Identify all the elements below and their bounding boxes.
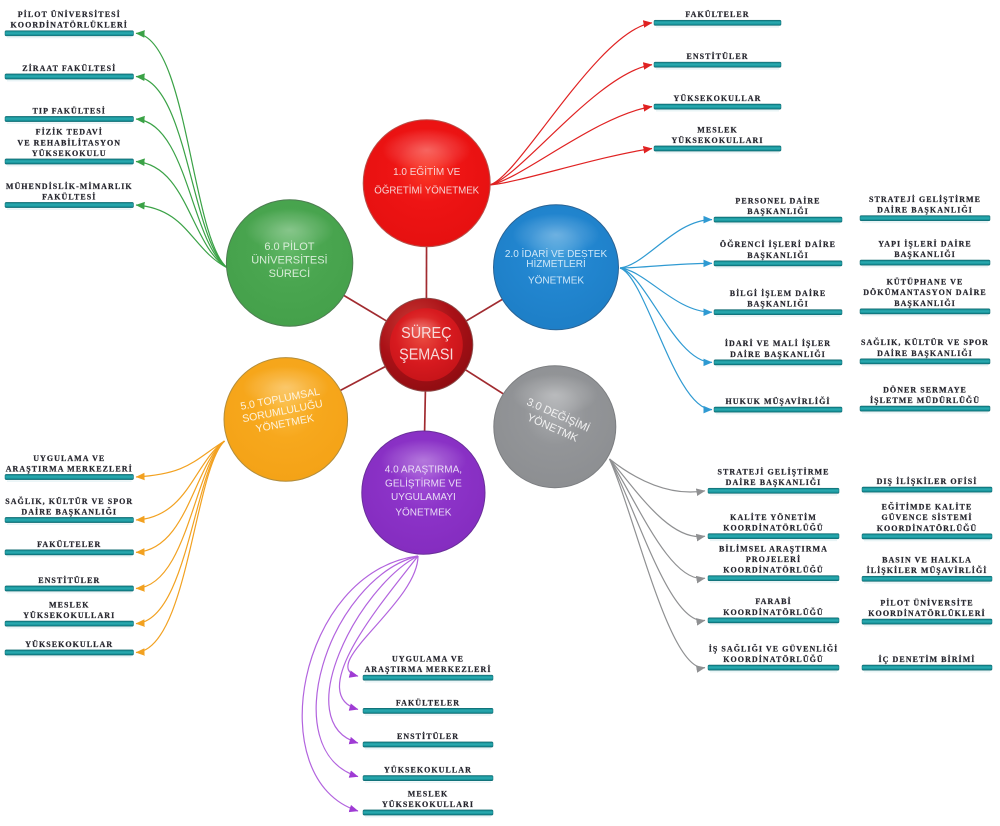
- svg-text:YÜKSEKOKULLARI: YÜKSEKOKULLARI: [382, 800, 474, 809]
- svg-text:MÜHENDİSLİK-MİMARLIK: MÜHENDİSLİK-MİMARLIK: [6, 181, 133, 191]
- svg-text:FAKÜLTELER: FAKÜLTELER: [396, 698, 460, 707]
- svg-text:YÜKSEKOKULLAR: YÜKSEKOKULLAR: [384, 766, 472, 775]
- svg-text:VE REHABİLİTASYON: VE REHABİLİTASYON: [17, 137, 121, 147]
- svg-text:FİZİK TEDAVİ: FİZİK TEDAVİ: [36, 127, 103, 137]
- svg-text:FAKÜLTELER: FAKÜLTELER: [685, 10, 749, 19]
- svg-text:YÜKSEKOKULLAR: YÜKSEKOKULLAR: [674, 94, 762, 103]
- svg-text:DIŞ İLİŞKİLER OFİSİ: DIŞ İLİŞKİLER OFİSİ: [877, 476, 978, 486]
- svg-text:ZİRAAT FAKÜLTESİ: ZİRAAT FAKÜLTESİ: [22, 63, 116, 73]
- svg-text:BAŞKANLIĞI: BAŞKANLIĞI: [747, 299, 809, 309]
- svg-text:DAİRE BAŞKANLIĞI: DAİRE BAŞKANLIĞI: [21, 506, 117, 516]
- svg-text:DÖNER SERMAYE: DÖNER SERMAYE: [883, 385, 967, 394]
- svg-text:SÜRECİ: SÜRECİ: [269, 267, 311, 280]
- svg-text:KOORDİNATÖRLÜKLERİ: KOORDİNATÖRLÜKLERİ: [868, 608, 985, 618]
- svg-text:HUKUK MÜŞAVİRLİĞİ: HUKUK MÜŞAVİRLİĞİ: [725, 396, 830, 406]
- svg-text:KOORDİNATÖRLÜKLERİ: KOORDİNATÖRLÜKLERİ: [11, 20, 128, 30]
- svg-text:ARAŞTIRMA MERKEZLERİ: ARAŞTIRMA MERKEZLERİ: [6, 463, 133, 473]
- svg-text:İLİŞKİLER MÜŞAVİRLİĞİ: İLİŞKİLER MÜŞAVİRLİĞİ: [867, 565, 988, 575]
- svg-text:YAPI İŞLERİ DAİRE: YAPI İŞLERİ DAİRE: [878, 238, 972, 248]
- svg-text:4.0 ARAŞTIRMA,: 4.0 ARAŞTIRMA,: [385, 465, 462, 476]
- svg-text:KOORDİNATÖRLÜĞÜ: KOORDİNATÖRLÜĞÜ: [877, 523, 978, 533]
- svg-text:YÜKSEKOKULLARI: YÜKSEKOKULLARI: [671, 136, 763, 145]
- svg-text:TIP FAKÜLTESİ: TIP FAKÜLTESİ: [33, 105, 106, 115]
- svg-text:PİLOT ÜNİVERSİTE: PİLOT ÜNİVERSİTE: [880, 597, 973, 607]
- svg-text:ÖĞRETİMİ YÖNETMEK: ÖĞRETİMİ YÖNETMEK: [374, 185, 479, 196]
- svg-text:ENSTİTÜLER: ENSTİTÜLER: [397, 731, 459, 741]
- svg-text:BİLİMSEL ARAŞTIRMA: BİLİMSEL ARAŞTIRMA: [719, 543, 828, 553]
- svg-text:BİLGİ İŞLEM DAİRE: BİLGİ İŞLEM DAİRE: [730, 288, 827, 298]
- svg-text:FARABİ: FARABİ: [755, 596, 791, 606]
- svg-text:KOORDİNATÖRLÜĞÜ: KOORDİNATÖRLÜĞÜ: [723, 523, 824, 533]
- svg-text:YÖNETMEK: YÖNETMEK: [528, 275, 584, 287]
- svg-text:DAİRE BAŞKANLIĞI: DAİRE BAŞKANLIĞI: [877, 348, 973, 358]
- svg-text:İŞLETME MÜDÜRLÜĞÜ: İŞLETME MÜDÜRLÜĞÜ: [870, 395, 980, 405]
- svg-text:ARAŞTIRMA MERKEZLERİ: ARAŞTIRMA MERKEZLERİ: [364, 664, 491, 674]
- svg-text:FAKÜLTESİ: FAKÜLTESİ: [42, 191, 96, 201]
- svg-text:BAŞKANLIĞI: BAŞKANLIĞI: [747, 250, 809, 260]
- svg-text:SAĞLIK, KÜLTÜR VE SPOR: SAĞLIK, KÜLTÜR VE SPOR: [5, 496, 133, 506]
- svg-text:ENSTİTÜLER: ENSTİTÜLER: [38, 575, 100, 585]
- svg-text:KÜTÜPHANE VE: KÜTÜPHANE VE: [887, 278, 964, 287]
- svg-text:YÜKSEKOKULU: YÜKSEKOKULU: [32, 149, 107, 158]
- svg-text:STRATEJİ GELİŞTİRME: STRATEJİ GELİŞTİRME: [869, 194, 981, 204]
- svg-text:BAŞKANLIĞI: BAŞKANLIĞI: [747, 206, 809, 216]
- svg-text:1.0 EĞİTİM VE: 1.0 EĞİTİM VE: [393, 165, 461, 178]
- svg-text:BAŞKANLIĞI: BAŞKANLIĞI: [894, 249, 956, 259]
- svg-text:FAKÜLTELER: FAKÜLTELER: [37, 540, 101, 549]
- svg-text:DAİRE BAŞKANLIĞI: DAİRE BAŞKANLIĞI: [877, 205, 973, 215]
- svg-text:HİZMETLERİ: HİZMETLERİ: [526, 257, 585, 270]
- svg-text:STRATEJİ GELİŞTİRME: STRATEJİ GELİŞTİRME: [717, 467, 829, 477]
- svg-text:ÜNİVERSİTESİ: ÜNİVERSİTESİ: [251, 254, 327, 267]
- svg-text:DAİRE BAŞKANLIĞI: DAİRE BAŞKANLIĞI: [730, 349, 826, 359]
- svg-text:DAİRE BAŞKANLIĞI: DAİRE BAŞKANLIĞI: [726, 477, 822, 487]
- svg-text:GÜVENCE SİSTEMİ: GÜVENCE SİSTEMİ: [881, 512, 972, 522]
- svg-text:UYGULAMAYI: UYGULAMAYI: [391, 492, 456, 503]
- svg-text:KOORDİNATÖRLÜĞÜ: KOORDİNATÖRLÜĞÜ: [723, 565, 824, 575]
- svg-text:PİLOT ÜNİVERSİTESİ: PİLOT ÜNİVERSİTESİ: [18, 9, 121, 19]
- svg-text:ŞEMASI: ŞEMASI: [399, 346, 453, 364]
- svg-text:YÜKSEKOKULLAR: YÜKSEKOKULLAR: [25, 640, 113, 649]
- svg-text:MESLEK: MESLEK: [697, 125, 738, 134]
- svg-text:BAŞKANLIĞI: BAŞKANLIĞI: [894, 298, 956, 308]
- svg-text:GELİŞTİRME VE: GELİŞTİRME VE: [385, 476, 462, 489]
- svg-text:YÜKSEKOKULLARI: YÜKSEKOKULLARI: [23, 611, 115, 620]
- svg-text:KOORDİNATÖRLÜĞÜ: KOORDİNATÖRLÜĞÜ: [723, 607, 824, 617]
- svg-text:İDARİ VE MALİ İŞLER: İDARİ VE MALİ İŞLER: [725, 338, 831, 348]
- svg-text:YÖNETMEK: YÖNETMEK: [395, 507, 451, 519]
- svg-text:İÇ DENETİM BİRİMİ: İÇ DENETİM BİRİMİ: [879, 654, 976, 664]
- svg-text:MESLEK: MESLEK: [408, 789, 449, 798]
- svg-text:PROJELERİ: PROJELERİ: [746, 554, 801, 564]
- svg-text:EĞİTİMDE KALİTE: EĞİTİMDE KALİTE: [882, 502, 973, 512]
- svg-text:ÖĞRENCİ İŞLERİ DAİRE: ÖĞRENCİ İŞLERİ DAİRE: [720, 239, 836, 249]
- svg-text:KOORDİNATÖRLÜĞÜ: KOORDİNATÖRLÜĞÜ: [723, 654, 824, 664]
- svg-text:MESLEK: MESLEK: [49, 600, 90, 609]
- svg-text:PERSONEL DAİRE: PERSONEL DAİRE: [735, 195, 820, 205]
- svg-text:SÜREÇ: SÜREÇ: [401, 323, 451, 342]
- svg-text:BASIN VE HALKLA: BASIN VE HALKLA: [882, 556, 972, 565]
- svg-text:SAĞLIK, KÜLTÜR VE SPOR: SAĞLIK, KÜLTÜR VE SPOR: [861, 337, 989, 347]
- svg-text:DÖKÜMANTASYON DAİRE: DÖKÜMANTASYON DAİRE: [863, 287, 987, 297]
- svg-text:UYGULAMA VE: UYGULAMA VE: [33, 454, 105, 463]
- svg-text:6.0 PİLOT: 6.0 PİLOT: [264, 240, 314, 253]
- svg-text:UYGULAMA VE: UYGULAMA VE: [392, 655, 464, 664]
- svg-text:ENSTİTÜLER: ENSTİTÜLER: [686, 51, 748, 61]
- svg-text:KALİTE YÖNETİM: KALİTE YÖNETİM: [730, 512, 817, 522]
- svg-text:İŞ SAĞLIĞI VE GÜVENLİĞİ: İŞ SAĞLIĞI VE GÜVENLİĞİ: [709, 643, 839, 653]
